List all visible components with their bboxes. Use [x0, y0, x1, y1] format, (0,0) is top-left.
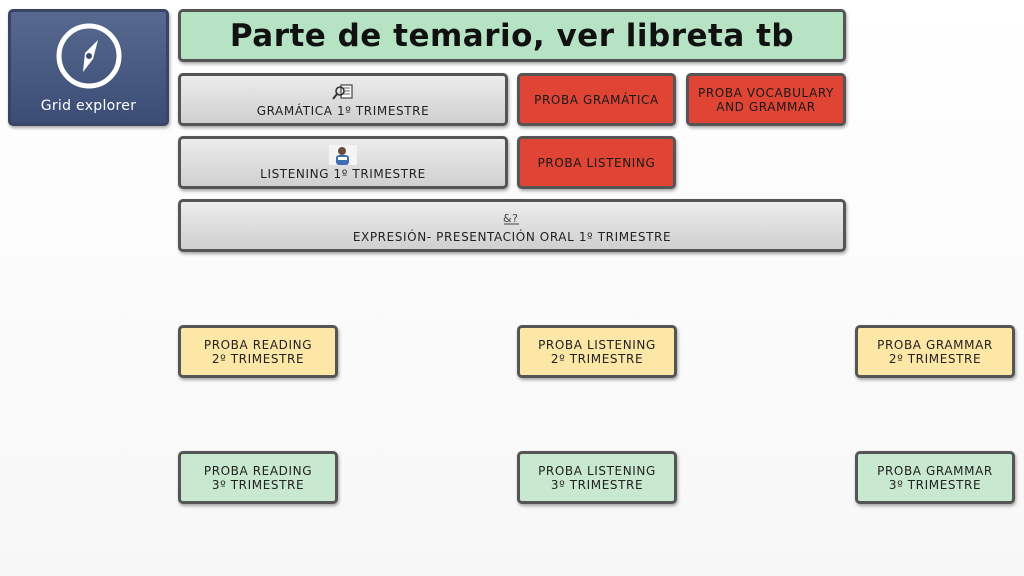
compass-icon [55, 22, 123, 93]
page-title[interactable]: Parte de temario, ver libreta tb [178, 9, 846, 62]
proba-listening-2-line1: Proba listening [538, 337, 656, 352]
expresion-oral-label: Expresión- presentación oral 1º trimestr… [352, 230, 672, 244]
proba-reading-3-line1: Proba reading [203, 463, 313, 478]
expresion-oral-button[interactable]: &? Expresión- presentación oral 1º trime… [178, 199, 846, 252]
title-text: Parte de temario, ver libreta tb [229, 17, 795, 54]
proba-reading-2-line1: Proba reading [203, 337, 313, 352]
proba-listening-3-line2: 3º trimestre [550, 477, 644, 492]
proba-listening-2-button[interactable]: Proba listening 2º trimestre [517, 325, 677, 378]
proba-listening-button[interactable]: Proba listening [517, 136, 676, 189]
grid-explorer-label: Grid explorer [40, 98, 137, 114]
proba-reading-2-line2: 2º trimestre [211, 351, 305, 366]
proba-grammar-2-line1: Proba grammar [877, 337, 993, 352]
proba-reading-3-line2: 3º trimestre [211, 477, 305, 492]
magnifier-book-icon [332, 81, 354, 103]
proba-listening-label: Proba listening [537, 155, 656, 170]
listening-label: Listening 1º trimestre [260, 167, 426, 181]
listening-child-icon [329, 144, 357, 166]
proba-grammar-2-button[interactable]: Proba grammar 2º trimestre [855, 325, 1015, 378]
grid-explorer-button[interactable]: Grid explorer [8, 9, 169, 126]
gramatica-button[interactable]: Gramática 1º trimestre [178, 73, 508, 126]
proba-grammar-3-button[interactable]: Proba grammar 3º trimestre [855, 451, 1015, 504]
proba-reading-2-button[interactable]: Proba reading 2º trimestre [178, 325, 338, 378]
proba-vocabulary-grammar-label: Proba vocabulary and grammar [698, 85, 834, 114]
proba-listening-3-line1: Proba listening [538, 463, 656, 478]
proba-gramatica-label: Proba gramática [534, 92, 659, 107]
proba-grammar-2-line2: 2º trimestre [888, 351, 982, 366]
proba-grammar-3-line1: Proba grammar [877, 463, 993, 478]
svg-text:&?: &? [503, 212, 519, 225]
proba-vocabulary-grammar-button[interactable]: Proba vocabulary and grammar [686, 73, 846, 126]
proba-gramatica-button[interactable]: Proba gramática [517, 73, 676, 126]
proba-listening-2-line2: 2º trimestre [550, 351, 644, 366]
gramatica-label: Gramática 1º trimestre [256, 104, 430, 118]
listening-button[interactable]: Listening 1º trimestre [178, 136, 508, 189]
proba-reading-3-button[interactable]: Proba reading 3º trimestre [178, 451, 338, 504]
proba-listening-3-button[interactable]: Proba listening 3º trimestre [517, 451, 677, 504]
speech-symbols-icon: &? [502, 207, 522, 229]
proba-grammar-3-line2: 3º trimestre [888, 477, 982, 492]
